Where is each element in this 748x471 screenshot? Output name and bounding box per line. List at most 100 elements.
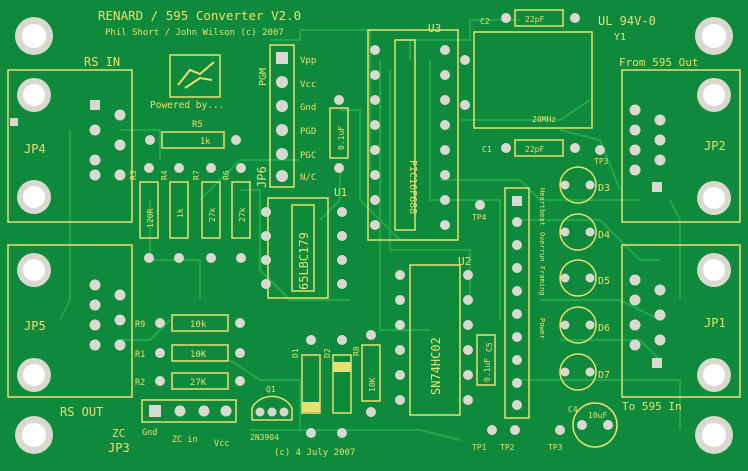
- powered-by-logo: [169, 54, 221, 98]
- connector-hole: [697, 253, 731, 287]
- jp6-header: [269, 44, 295, 188]
- r8-value: 10K: [368, 377, 377, 392]
- r8-label: R8: [352, 346, 361, 356]
- connector-hole: [17, 180, 51, 214]
- u2-label: U2: [458, 255, 471, 268]
- y1-label: Y1: [614, 32, 626, 43]
- tp2-label: TP2: [500, 443, 515, 452]
- crystal-freq-label: 20MHz: [532, 115, 556, 124]
- d7-label: D7: [598, 370, 610, 381]
- db9-pads: [89, 100, 666, 368]
- mounting-hole: [15, 416, 53, 454]
- r9-value: 10k: [190, 320, 207, 330]
- connector-hole: [17, 78, 51, 112]
- c2-value: 22pF: [525, 15, 544, 24]
- r9-label: R9: [135, 320, 145, 330]
- tp-top-label: TP3: [594, 157, 609, 166]
- led-pads: [560, 180, 613, 430]
- led-header-strip: [504, 187, 530, 419]
- jp2-label: JP2: [704, 139, 726, 153]
- u1-chip: [261, 197, 347, 299]
- power-label: Power: [538, 318, 546, 339]
- pgm-pin-pgd: PGD: [300, 127, 316, 137]
- c5-label: C5: [485, 342, 494, 352]
- r2-value: 27K: [190, 378, 207, 388]
- connector-hole: [17, 253, 51, 287]
- c1-label: C1: [482, 145, 492, 154]
- mounting-holes: [15, 17, 733, 454]
- u1-part-label: 65LBC179: [297, 232, 311, 290]
- pgm-pin-vcc: Vcc: [300, 80, 316, 90]
- connector-outlines: [7, 69, 741, 398]
- resistor-bodies: [139, 107, 496, 402]
- jp3-label: JP3: [108, 441, 130, 455]
- powered-by-label: Powered by...: [150, 100, 224, 111]
- connector-hole: [17, 358, 51, 392]
- jp6-label: JP6: [255, 166, 269, 188]
- u3-label: U3: [428, 22, 441, 35]
- capacitors: [501, 9, 580, 157]
- rs-in-label: RS IN: [84, 55, 120, 69]
- pgm-label: PGM: [258, 68, 269, 86]
- c1-value: 22pF: [525, 145, 544, 154]
- connector-hole: [697, 358, 731, 392]
- u1-label: U1: [334, 186, 347, 199]
- jp3-header: [141, 399, 237, 423]
- d3-label: D3: [598, 183, 610, 194]
- crystal-y1: [460, 31, 593, 129]
- leds: [559, 166, 618, 448]
- rating-label: UL 94V-0: [598, 14, 656, 28]
- overrun-label: Overrun: [538, 232, 546, 262]
- to-595-label: To 595 In: [622, 400, 682, 413]
- tp3-label: TP3: [548, 443, 563, 452]
- connector-hole: [697, 181, 731, 215]
- zc-label: ZC: [112, 427, 125, 440]
- r5-label: R5: [192, 120, 203, 130]
- authors-label: Phil Short / John Wilson (c) 2007: [105, 28, 284, 38]
- r5-value: 1k: [200, 137, 210, 147]
- c6-value: 0.1uF: [337, 126, 346, 150]
- r6-value: 27k: [238, 207, 247, 222]
- tp4-label: TP4: [472, 213, 487, 222]
- r3-label: R3: [129, 170, 138, 180]
- u2-part-label: SN74HC02: [429, 337, 443, 395]
- diodes: [301, 335, 352, 438]
- test-point-pads: [475, 145, 605, 435]
- mounting-hole: [695, 416, 733, 454]
- via-marker: [10, 118, 18, 126]
- d2-label: D2: [323, 348, 332, 358]
- pgm-pin-nc: N/C: [300, 173, 316, 183]
- c4-label: C4: [568, 405, 578, 414]
- r1-value: 10K: [190, 350, 207, 360]
- rs-out-label: RS OUT: [60, 405, 103, 419]
- c2-label: C2: [480, 17, 490, 26]
- r7-label: R7: [192, 170, 201, 180]
- u2-chip: [395, 264, 473, 416]
- q1-part-label: 2N3904: [250, 433, 279, 442]
- r2-label: R2: [135, 378, 145, 388]
- resistor-pads: [144, 95, 376, 417]
- connector-hole: [697, 78, 731, 112]
- framing-label: Framing: [538, 266, 546, 296]
- zc-gnd-label: Gnd: [142, 428, 157, 438]
- zc-in-label: ZC in: [172, 435, 198, 445]
- d5-label: D5: [598, 276, 610, 287]
- transistor-q1: [251, 395, 293, 421]
- c4-value: 10uF: [588, 411, 607, 420]
- r4-value: 1k: [176, 208, 185, 218]
- r3-value: 120R: [146, 209, 155, 228]
- u3-socket: [367, 29, 459, 241]
- r4-label: R4: [160, 170, 169, 180]
- pgm-pin-gnd: Gnd: [300, 103, 316, 113]
- copper-traces: [59, 18, 682, 442]
- r7-value: 27k: [208, 207, 217, 222]
- r6-label: R6: [222, 170, 231, 180]
- date-label: (c) 4 July 2007: [274, 448, 355, 458]
- jp1-label: JP1: [704, 316, 726, 330]
- jp5-label: JP5: [24, 319, 46, 333]
- u3-part-label: PIC16F688: [407, 160, 418, 214]
- board-title: RENARD / 595 Converter V2.0: [98, 8, 301, 23]
- pgm-pin-pgc: PGC: [300, 151, 316, 161]
- d1-label: D1: [291, 348, 300, 358]
